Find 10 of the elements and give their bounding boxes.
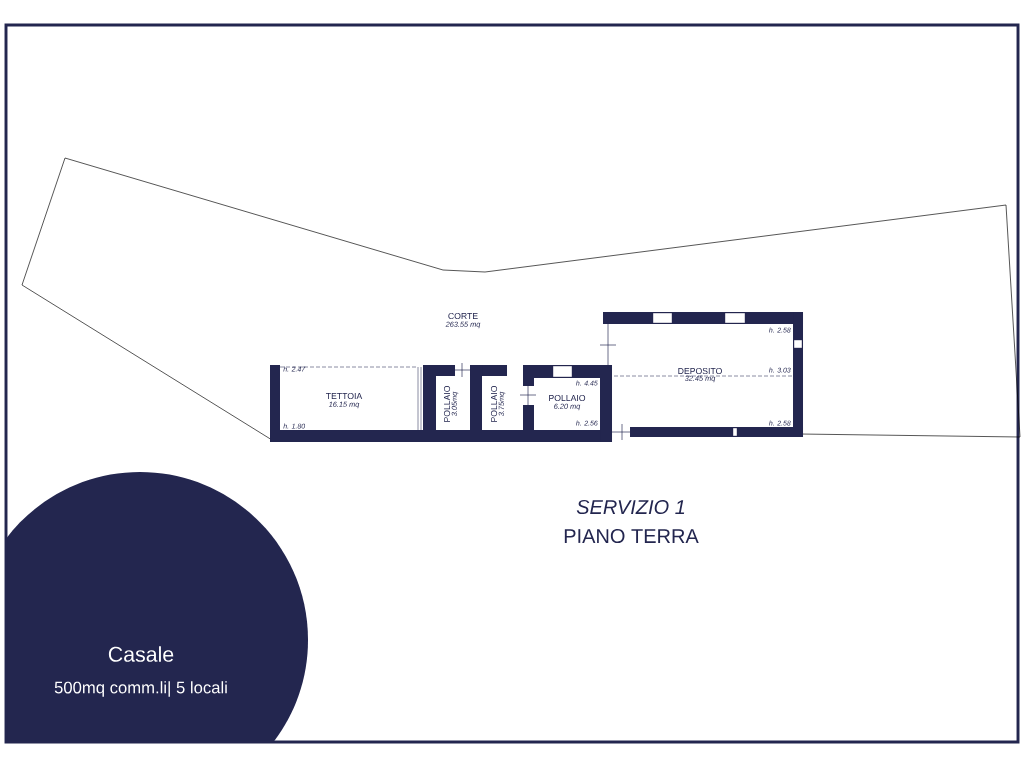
room-label: POLLAIO xyxy=(490,385,498,422)
property-name: Casale xyxy=(108,646,174,662)
room-label: POLLAIO xyxy=(443,385,451,422)
room-label: CORTE xyxy=(448,312,478,320)
property-details: 500mq comm.li| 5 locali xyxy=(54,681,227,697)
room-label: DEPOSITO xyxy=(678,367,722,375)
plan-subtitle: PIANO TERRA xyxy=(564,528,699,544)
room-label: POLLAIO xyxy=(549,394,586,402)
room-label: TETTOIA xyxy=(326,392,363,400)
plan-title: SERVIZIO 1 xyxy=(576,499,685,515)
